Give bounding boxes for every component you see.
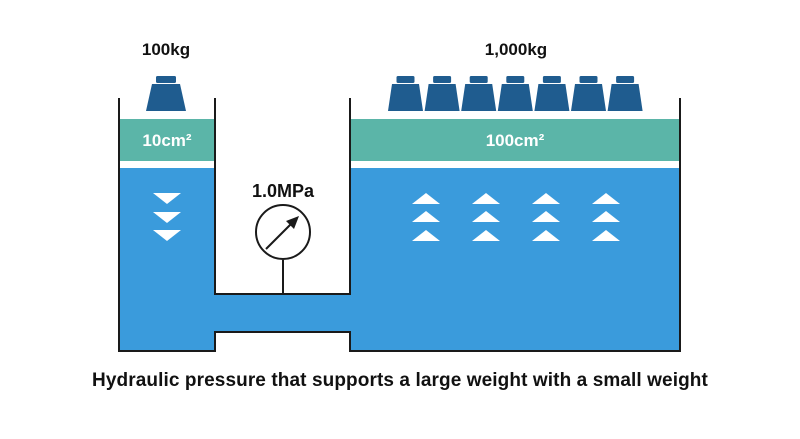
- weight-block-icon: [388, 84, 423, 111]
- weight-block-icon: [461, 84, 497, 111]
- left-down-arrows: [153, 193, 181, 241]
- right-up-arrows: [412, 193, 620, 241]
- triangle-down-icon: [153, 230, 181, 241]
- left-piston-area-label: 10cm²: [142, 131, 191, 150]
- hydraulic-fluid: [119, 168, 680, 351]
- triangle-up-icon: [532, 193, 560, 204]
- triangle-up-icon: [412, 193, 440, 204]
- weight-block-icon: [396, 76, 415, 83]
- triangle-up-icon: [592, 211, 620, 222]
- weight-block-icon: [424, 84, 460, 111]
- weight-block-icon: [616, 76, 635, 83]
- triangle-up-icon: [592, 230, 620, 241]
- triangle-up-icon: [472, 230, 500, 241]
- weight-block-icon: [579, 76, 598, 83]
- triangle-up-icon: [532, 230, 560, 241]
- weight-block-icon: [607, 84, 643, 111]
- triangle-down-icon: [153, 193, 181, 204]
- diagram-caption: Hydraulic pressure that supports a large…: [92, 370, 708, 391]
- triangle-up-icon: [412, 211, 440, 222]
- triangle-up-icon: [532, 211, 560, 222]
- weight-block-icon: [469, 76, 488, 83]
- left-weight: [146, 76, 186, 111]
- pressure-gauge-icon: [255, 204, 311, 294]
- triangle-up-icon: [472, 211, 500, 222]
- right-piston: [350, 119, 680, 161]
- weight-block-icon: [542, 76, 561, 83]
- right-piston-area-label: 100cm²: [486, 131, 545, 150]
- left-piston: [119, 119, 215, 161]
- weight-block-icon: [433, 76, 452, 83]
- triangle-up-icon: [472, 193, 500, 204]
- triangle-up-icon: [592, 193, 620, 204]
- right-weights: [388, 76, 643, 111]
- gauge-pressure-label: 1.0MPa: [252, 181, 315, 201]
- weight-block-icon: [497, 84, 533, 111]
- right-weight-label: 1,000kg: [485, 40, 547, 59]
- weight-block-icon: [506, 76, 525, 83]
- triangle-up-icon: [412, 230, 440, 241]
- left-weight-label: 100kg: [142, 40, 190, 59]
- weight-block-icon: [534, 84, 570, 111]
- triangle-down-icon: [153, 212, 181, 223]
- weight-block-icon: [571, 84, 606, 111]
